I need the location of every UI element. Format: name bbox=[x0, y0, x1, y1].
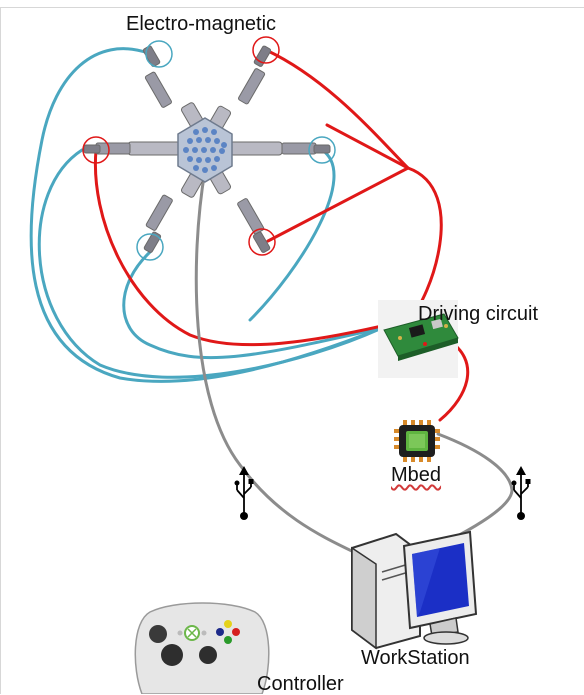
usb-icon-left bbox=[234, 466, 254, 520]
label-workstation: WorkStation bbox=[361, 647, 470, 669]
game-controller-icon bbox=[134, 602, 270, 694]
label-driving-circuit: Driving circuit bbox=[418, 303, 539, 325]
frame-left-border bbox=[0, 7, 1, 694]
frame-top-border bbox=[0, 7, 584, 8]
gray-wires bbox=[194, 168, 514, 558]
label-electromagnetic: Electro-magnetic bbox=[126, 13, 277, 35]
usb-icon-right bbox=[511, 466, 531, 520]
mbed-chip-icon bbox=[394, 420, 440, 462]
label-mbed: Mbed bbox=[391, 464, 442, 486]
electromagnet-markers bbox=[82, 36, 336, 261]
driving-circuit-board bbox=[378, 300, 459, 378]
robot-core bbox=[177, 117, 233, 183]
blue-wires bbox=[29, 47, 384, 383]
workstation-computer-icon bbox=[351, 530, 478, 650]
label-controller: Controller bbox=[257, 673, 344, 695]
